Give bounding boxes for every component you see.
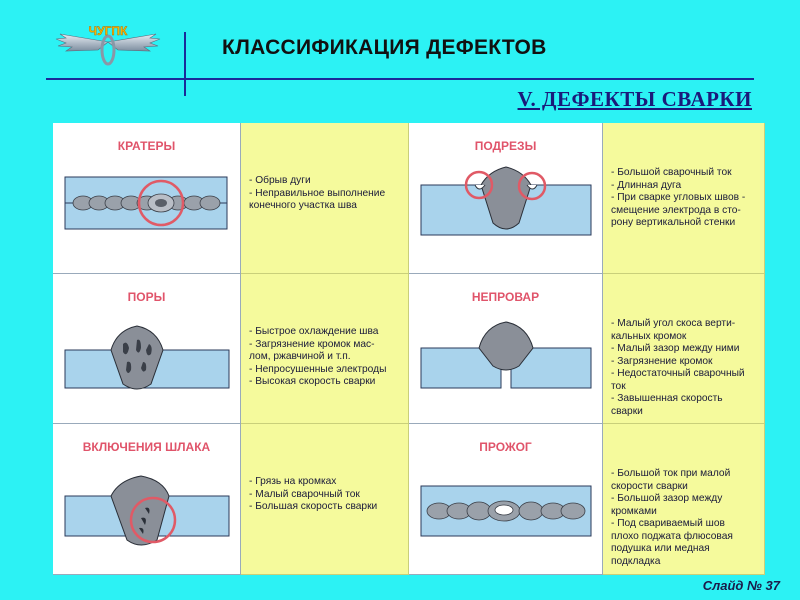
cause-item: - Большой сварочный ток <box>611 167 732 178</box>
cause-item: - Грязь на кромках <box>249 476 337 487</box>
logo-text: ЧУГПК <box>89 24 128 38</box>
defect-causes-cell-burn-through: - Большой ток при малой скорости сварки … <box>603 424 765 575</box>
causes-list: - Большой ток при малой скорости сварки … <box>611 468 760 568</box>
cause-item: - Неправильное выполнение <box>249 187 386 199</box>
defects-table: КРАТЕРЫ - Обрыв дуги - Неправильное выпо… <box>53 123 765 575</box>
cause-item: подкладка <box>611 555 661 567</box>
slide-number: Слайд № 37 <box>702 578 780 593</box>
college-logo: ЧУГПК <box>52 20 164 72</box>
defect-image-cell-burn-through: ПРОЖОГ <box>409 424 603 575</box>
cause-item: - Малый сварочный ток <box>249 488 360 500</box>
section-subtitle: V. ДЕФЕКТЫ СВАРКИ <box>517 87 752 111</box>
cause-item: - Длинная дуга <box>611 179 682 191</box>
causes-list: - Малый угол скоса верти- кальных кромок… <box>611 318 760 418</box>
defect-name: ПРОЖОГ <box>479 440 532 454</box>
causes-list: - Быстрое охлаждение шва - Загрязнение к… <box>249 326 404 389</box>
cause-item: - Высокая скорость сварки <box>249 376 376 387</box>
cause-item: скорости сварки <box>611 480 688 492</box>
cause-item: - Большой зазор между <box>611 493 723 504</box>
defect-name: ПОРЫ <box>127 290 166 304</box>
causes-list: - Обрыв дуги - Неправильное выполнение к… <box>249 175 404 213</box>
cause-item: - Обрыв дуги <box>249 175 311 186</box>
defect-causes-cell-lack-of-penetration: - Малый угол скоса верти- кальных кромок… <box>603 274 765 424</box>
cause-item: сварки <box>611 405 643 417</box>
cause-item: смещение электрода в сто- <box>611 204 741 216</box>
cause-item: - Малый угол скоса верти- <box>611 318 736 329</box>
cause-item: - Загрязнение кромок <box>611 355 713 367</box>
cause-item: ток <box>611 380 626 392</box>
defect-causes-cell-craters: - Обрыв дуги - Неправильное выполнение к… <box>241 123 409 274</box>
crater-illustration <box>64 176 228 230</box>
cause-item: - Недостаточный сварочный <box>611 368 745 379</box>
defect-image-cell-slag-inclusions: ВКЛЮЧЕНИЯ ШЛАКА <box>53 424 241 575</box>
undercut-illustration <box>420 166 592 236</box>
slide-title: КЛАССИФИКАЦИЯ ДЕФЕКТОВ <box>222 36 547 59</box>
defect-name: КРАТЕРЫ <box>117 139 176 153</box>
cause-item: - Завышенная скорость <box>611 393 723 404</box>
header-vertical-rule <box>184 32 186 96</box>
wings-icon <box>55 33 161 52</box>
slag-inclusions-illustration <box>64 475 230 546</box>
lack-of-penetration-illustration <box>420 321 592 389</box>
cause-item: - Загрязнение кромок мас- <box>249 338 375 350</box>
defect-name: ПОДРЕЗЫ <box>474 139 537 153</box>
defect-image-cell-lack-of-penetration: НЕПРОВАР <box>409 274 603 424</box>
cause-item: кальных кромок <box>611 330 687 342</box>
causes-list: - Грязь на кромках - Малый сварочный ток… <box>249 476 404 514</box>
defect-image-cell-pores: ПОРЫ <box>53 274 241 424</box>
cause-item: лом, ржавчиной и т.п. <box>249 351 351 362</box>
defect-causes-cell-undercuts: - Большой сварочный ток - Длинная дуга -… <box>603 123 765 274</box>
cause-item: кромками <box>611 505 657 517</box>
pores-illustration <box>64 325 230 390</box>
cause-item: - Большая скорость сварки <box>249 501 378 512</box>
cause-item: конечного участка шва <box>249 200 357 211</box>
cause-item: - При сварке угловых швов - <box>611 192 746 203</box>
cause-item: подушка или медная <box>611 543 710 554</box>
defect-causes-cell-pores: - Быстрое охлаждение шва - Загрязнение к… <box>241 274 409 424</box>
causes-list: - Большой сварочный ток - Длинная дуга -… <box>611 167 760 230</box>
wheel-icon <box>100 34 116 66</box>
defect-image-cell-craters: КРАТЕРЫ <box>53 123 241 274</box>
defect-causes-cell-slag-inclusions: - Грязь на кромках - Малый сварочный ток… <box>241 424 409 575</box>
defect-image-cell-undercuts: ПОДРЕЗЫ <box>409 123 603 274</box>
cause-item: плохо поджата флюсовая <box>611 530 733 542</box>
cause-item: - Малый зазор между ними <box>611 343 740 354</box>
burn-through-illustration <box>420 485 592 537</box>
cause-item: рону вертикальной стенки <box>611 217 736 228</box>
cause-item: - Под свариваемый шов <box>611 518 725 529</box>
cause-item: - Непросушенные электроды <box>249 363 387 375</box>
cause-item: - Быстрое охлаждение шва <box>249 326 379 337</box>
defect-name: ВКЛЮЧЕНИЯ ШЛАКА <box>82 440 211 454</box>
header-horizontal-rule <box>46 78 754 80</box>
cause-item: - Большой ток при малой <box>611 468 731 479</box>
defect-name: НЕПРОВАР <box>471 290 540 304</box>
